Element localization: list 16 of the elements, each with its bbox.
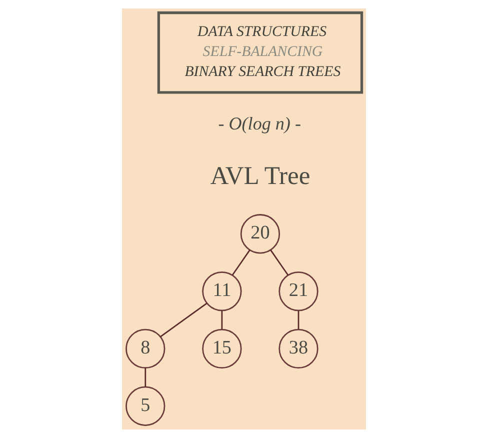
node-box: DATA STRUCTURES SELF-BALANCING BINARY SEARCH TREES xyxy=(156,11,363,94)
connector xyxy=(297,310,299,330)
connector xyxy=(270,250,288,276)
label: - O(log n) - xyxy=(218,113,300,134)
connector xyxy=(220,310,222,330)
connector xyxy=(231,250,250,276)
node-circle: 38 xyxy=(278,328,318,369)
node-circle: 8 xyxy=(125,328,165,369)
node-circle: 5 xyxy=(125,386,165,426)
label: AVL Tree xyxy=(210,161,310,190)
connector xyxy=(144,368,146,387)
node-circle: 21 xyxy=(278,271,318,312)
node-circle: 11 xyxy=(202,271,242,312)
node-circle: 20 xyxy=(240,214,280,254)
connector xyxy=(160,302,207,338)
node-circle: 15 xyxy=(202,328,242,369)
